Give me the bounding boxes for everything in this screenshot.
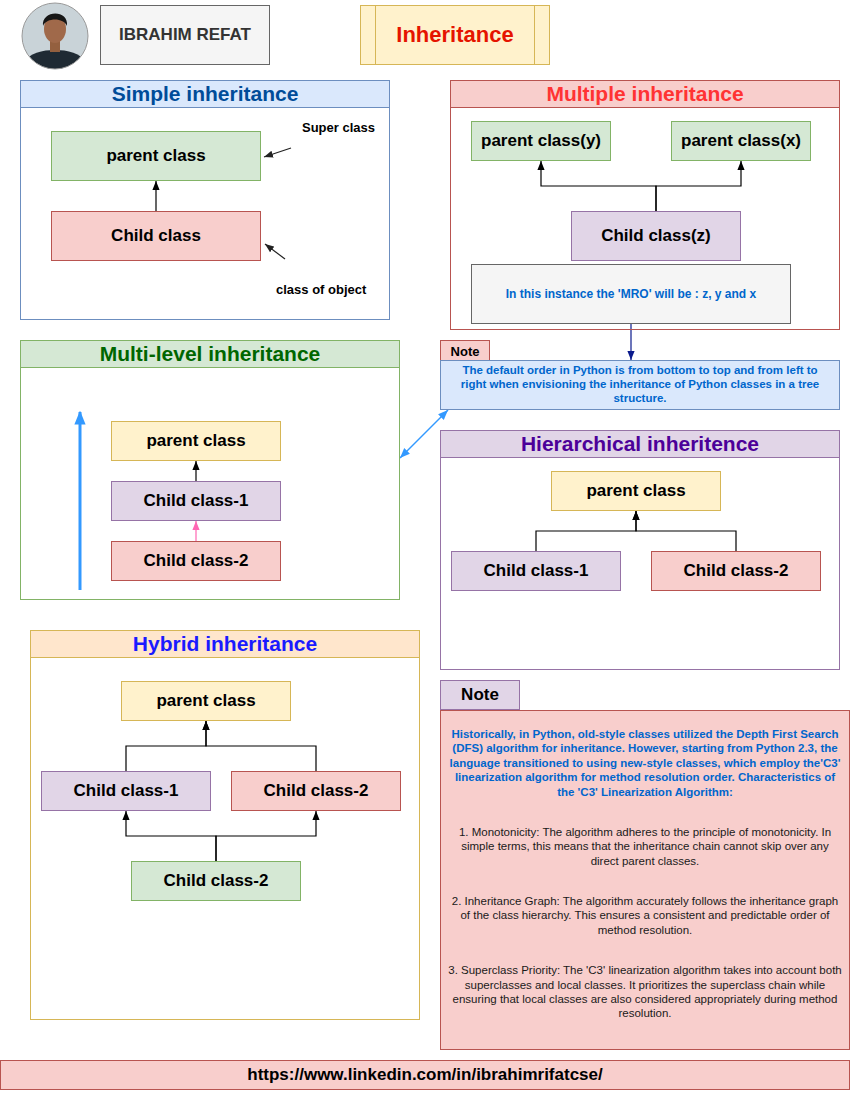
box-label: parent class	[586, 481, 685, 501]
process-side-line	[375, 6, 376, 64]
class-box: Child class-1	[451, 551, 621, 591]
box-label: Child class-1	[484, 561, 589, 581]
inheritance-arrow	[206, 721, 316, 771]
box-label: parent class	[156, 691, 255, 711]
panel-header-band: Hierarchical inheritence	[441, 431, 839, 458]
photo-hair	[43, 14, 67, 26]
box-label: Child class(z)	[601, 226, 711, 246]
box-label: In this instance the 'MRO' will be : z, …	[506, 287, 756, 301]
box-label: parent class	[106, 146, 205, 166]
note-paragraph: 3. Superclass Priority: The 'C3' lineari…	[447, 963, 843, 1021]
inheritance-arrow	[536, 511, 636, 551]
footer-link-bar: https://www.linkedin.com/in/ibrahimrifat…	[0, 1060, 850, 1090]
panel-header-band: Multi-level inheritance	[21, 341, 399, 368]
inheritance-panel: Hybrid inheritance parent classChild clas…	[30, 630, 420, 1020]
box-label: parent class	[146, 431, 245, 451]
class-box: Child class-2	[111, 541, 281, 581]
class-box: parent class	[551, 471, 721, 511]
box-label: https://www.linkedin.com/in/ibrahimrifat…	[247, 1065, 602, 1085]
class-box: Child class-1	[111, 481, 281, 521]
class-box: parent class	[111, 421, 281, 461]
leader-line	[264, 148, 291, 157]
box-label: Child class-2	[164, 871, 269, 891]
photo-frame	[22, 3, 88, 69]
class-box: Child class-2	[651, 551, 821, 591]
box-label: Child class-1	[144, 491, 249, 511]
box-label: The default order in Python is from bott…	[449, 364, 831, 405]
inheritance-arrow	[126, 721, 206, 771]
panel-heading: Hybrid inheritance	[133, 632, 317, 655]
class-box: parent class	[51, 131, 261, 181]
box-label: Child class-1	[74, 781, 179, 801]
title-box: Inheritance	[360, 5, 550, 65]
inheritance-arrow	[195, 461, 196, 481]
note-tag: Note	[440, 680, 520, 710]
inheritance-arrow	[216, 811, 316, 861]
panel-header-band: Simple inheritance	[21, 81, 389, 108]
class-box: Child class	[51, 211, 261, 261]
panel-heading: Simple inheritance	[112, 82, 299, 105]
box-label: Child class-2	[264, 781, 369, 801]
box-label: Child class-2	[684, 561, 789, 581]
box-label: Note	[451, 344, 480, 360]
panel-header-band: Hybrid inheritance	[31, 631, 419, 658]
panel-heading: Multi-level inheritance	[100, 342, 321, 365]
box-label: Inheritance	[396, 22, 513, 48]
inheritance-panel: Multiple inheritance parent class(y) paren…	[450, 80, 840, 330]
box-label: parent class(y)	[481, 131, 601, 151]
box-label: parent class(x)	[681, 131, 801, 151]
direction-arrow	[79, 412, 82, 590]
class-box: Child class(z)	[571, 211, 741, 261]
note-paragraph: 1. Monotonicity: The algorithm adheres t…	[447, 825, 843, 868]
profile-photo	[18, 1, 92, 72]
inheritance-arrow	[656, 161, 741, 211]
class-box: parent class(x)	[671, 121, 811, 161]
inheritance-panel: Multi-level inheritance parent classChild…	[20, 340, 400, 600]
panel-header-band: Multiple inheritance	[451, 81, 839, 108]
panel-heading: Multiple inheritance	[546, 82, 743, 105]
panel-heading: Hierarchical inheritence	[521, 432, 759, 455]
box-label: Child class	[111, 226, 201, 246]
process-side-line	[534, 6, 535, 64]
inheritance-arrow	[195, 521, 196, 541]
note-paragraph: 2. Inheritance Graph: The algorithm accu…	[447, 894, 843, 937]
inheritance-arrow	[541, 161, 656, 211]
inheritance-panel: Hierarchical inheritence parent classChil…	[440, 430, 840, 670]
author-name-box: IBRAHIM REFAT	[100, 5, 270, 65]
box-label: Child class-2	[144, 551, 249, 571]
class-box: parent class(y)	[471, 121, 611, 161]
box-label: Note	[461, 685, 499, 705]
class-box: Child class-2	[131, 861, 301, 901]
class-box: Child class-1	[41, 771, 211, 811]
inheritance-arrow	[126, 811, 216, 861]
note-paragraph: Historically, in Python, old-style class…	[447, 727, 843, 799]
class-box: Child class-2	[231, 771, 401, 811]
annotation-label: Super class	[302, 120, 375, 135]
mro-note-box: In this instance the 'MRO' will be : z, …	[471, 264, 791, 324]
leader-line	[265, 244, 285, 259]
annotation-label: class of object	[276, 282, 366, 297]
inheritance-arrow	[155, 181, 156, 211]
inheritance-arrow	[636, 511, 736, 551]
box-label: IBRAHIM REFAT	[119, 25, 251, 45]
class-box: parent class	[121, 681, 291, 721]
note-box: The default order in Python is from bott…	[440, 360, 840, 410]
note-box: Historically, in Python, old-style class…	[440, 710, 850, 1050]
